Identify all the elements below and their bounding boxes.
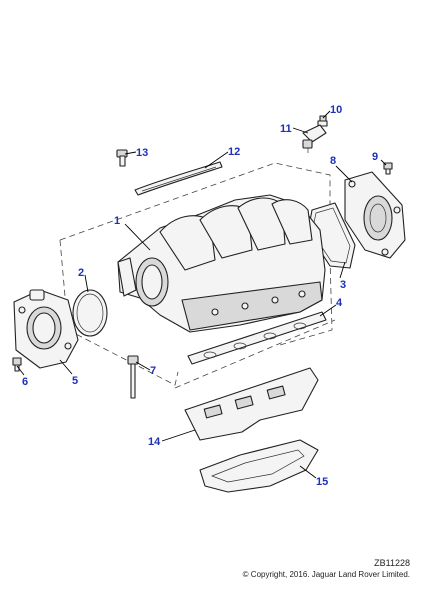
callout-1: 1	[114, 215, 120, 227]
assembly-dashed-outline	[59, 162, 336, 389]
callout-15: 15	[316, 476, 328, 488]
part-5-throttle-body	[13, 289, 79, 369]
part-4-manifold-gasket	[187, 311, 327, 365]
callout-2: 2	[78, 267, 84, 279]
copyright-notice: © Copyright, 2016. Jaguar Land Rover Lim…	[242, 570, 410, 579]
part-6-bolt	[12, 357, 22, 372]
part-14-heat-shield	[184, 367, 319, 441]
callout-3: 3	[340, 279, 346, 291]
part-13-bolt	[116, 149, 128, 167]
callout-4: 4	[336, 297, 343, 309]
part-1-intake-manifold	[117, 194, 326, 333]
leader-lines	[16, 110, 387, 479]
callout-5: 5	[72, 375, 78, 387]
callout-11: 11	[280, 123, 292, 135]
callout-labels: 1 2 3 4 5 6 7 8 9 10 11 12 13 14 15	[22, 104, 378, 488]
part-12-gasket-strip	[134, 161, 223, 196]
callout-9: 9	[372, 151, 378, 163]
part-7-long-bolt	[127, 355, 139, 399]
callout-8: 8	[330, 155, 336, 167]
callout-12: 12	[228, 146, 240, 158]
part-11-sensor	[302, 124, 327, 153]
part-2-gasket-ring	[72, 289, 108, 337]
part-9-bolt	[383, 162, 393, 175]
callout-14: 14	[148, 436, 161, 448]
callout-6: 6	[22, 376, 28, 388]
part-10-bolt	[317, 115, 328, 127]
part-8-flange-plate	[344, 171, 406, 259]
diagram-reference-code: ZB11228	[374, 558, 410, 568]
callout-10: 10	[330, 104, 342, 116]
callout-7: 7	[150, 365, 156, 377]
callout-13: 13	[136, 147, 148, 159]
